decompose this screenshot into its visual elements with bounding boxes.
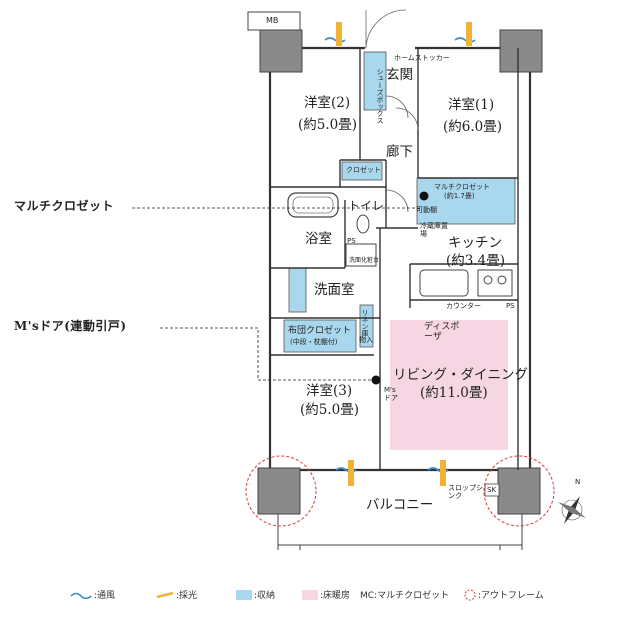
kitchen-sink: [419, 269, 469, 297]
compass-icon: [558, 496, 586, 524]
ms-door-marker: [371, 375, 381, 385]
light-icon: [466, 22, 472, 46]
column-top-right: [499, 29, 543, 73]
sk-label: SK: [487, 486, 497, 494]
living-name: リビング・ダイニング: [393, 367, 528, 383]
toilet-bowl: [356, 214, 370, 234]
toilet-label: トイレ: [348, 199, 385, 213]
balcony-outline: [277, 514, 523, 550]
sk-box: [484, 483, 500, 497]
linen-label: リネン庫: [361, 309, 370, 337]
futon-closet: [283, 319, 357, 353]
room1-size: (約6.0畳): [443, 119, 503, 135]
balcony-label: バルコニー: [366, 497, 434, 513]
legend: :通風 :採光 :収納 :床暖房 MC:マルチクロゼット :アウトフレーム: [70, 588, 610, 604]
legend-item-mc: MC:マルチクロゼット: [360, 588, 449, 601]
mb-label: MB: [266, 16, 279, 25]
linen-storage: [359, 304, 374, 348]
corridor-label: 廊下: [386, 144, 413, 160]
mc-name: マルチクロゼット: [434, 183, 490, 191]
kitchen-size: (約3.4畳): [446, 253, 506, 269]
legend-item-wind: :通風: [70, 588, 115, 601]
legend-storage-label: :収納: [254, 591, 276, 601]
shoes-box-label: シューズボックス: [376, 68, 385, 124]
bath-label: 浴室: [305, 231, 332, 247]
legend-mc-label: MC:マルチクロゼット: [360, 591, 450, 601]
washroom-label: 洗面室: [314, 282, 355, 298]
storage-areas: [283, 51, 516, 353]
kitchen-name: キッチン: [448, 235, 502, 251]
wind-icon: [70, 592, 92, 599]
room1-name: 洋室(1): [448, 97, 495, 113]
legend-item-light: :採光: [156, 588, 197, 601]
living-size: (約11.0畳): [420, 385, 488, 401]
storage-swatch: [236, 589, 252, 600]
legend-item-storage: :収納: [236, 588, 275, 601]
window-markers: [324, 22, 476, 486]
column-top-left: [259, 29, 303, 73]
multi-closet-area: [416, 177, 516, 225]
slop-sink-label: スロップシンク: [448, 484, 483, 501]
light-icon: [336, 22, 342, 46]
ms-door-short: M's ドア: [384, 386, 398, 403]
walls: [268, 46, 532, 472]
kitchen-fixtures: [419, 269, 513, 297]
fridge-label: 冷蔵庫置場: [420, 222, 448, 239]
futon-closet-label: 布団クロゼット: [288, 326, 352, 336]
washroom-storage: [288, 267, 307, 313]
bathtub-inner: [292, 196, 334, 214]
light-icon: [440, 460, 446, 486]
bathtub: [287, 192, 339, 218]
stove: [477, 269, 513, 297]
light-icon: [156, 591, 174, 598]
closet-room2: [341, 161, 383, 181]
home-stocker-label: ホームストッカー: [394, 54, 450, 62]
shoe-box-storage: [363, 51, 387, 111]
columns: [257, 29, 543, 515]
legend-light-label: :採光: [176, 591, 198, 601]
washstand: [345, 243, 377, 267]
mc-size: (約1.7畳): [444, 192, 475, 200]
wind-icon: [324, 37, 346, 43]
ps-label: PS: [347, 237, 356, 245]
room3-size: (約5.0畳): [300, 402, 360, 418]
futon-note: (中段・枕棚付): [290, 338, 338, 346]
column-bottom-left: [257, 467, 301, 515]
ms-door-callout: M'sドア(連動引戸): [14, 319, 127, 333]
multi-closet-callout: マルチクロゼット: [14, 199, 115, 213]
wind-icon: [454, 37, 476, 43]
interior-walls: [270, 48, 519, 470]
legend-wind-label: :通風: [94, 591, 116, 601]
legend-outframe-label: :アウトフレーム: [478, 591, 544, 601]
callout-leaders: [132, 207, 420, 381]
legend-item-floor-heating: :床暖房: [302, 588, 350, 601]
disposer-label: ディスポーザ: [424, 322, 460, 343]
legend-floor-heating-label: :床暖房: [320, 591, 351, 601]
counter-label: カウンター: [446, 302, 481, 310]
north-label: N: [575, 478, 581, 486]
floor-heating-area: [390, 320, 508, 450]
outframe-circle-right: [483, 455, 555, 527]
washstand-label: 洗面化粧台: [349, 257, 380, 264]
legend-item-outframe: :アウトフレーム: [464, 588, 544, 601]
outframe-icon: [464, 589, 476, 600]
outframe-circles: [245, 455, 555, 527]
ps-label-kitchen: PS: [506, 302, 515, 310]
room2-name: 洋室(2): [304, 95, 351, 111]
light-icon: [348, 460, 354, 486]
room2-size: (約5.0畳): [298, 117, 358, 133]
outframe-circle-left: [245, 455, 317, 527]
mb-box: [247, 11, 301, 31]
closet-label: クロゼット: [346, 166, 381, 174]
storage-label: 物入: [359, 336, 373, 344]
room3-name: 洋室(3): [306, 383, 353, 399]
entrance-label: 玄関: [386, 67, 413, 83]
door-swings: [365, 9, 419, 213]
floor-heating-swatch: [302, 589, 318, 600]
column-bottom-right: [497, 467, 541, 515]
multi-closet-marker: [419, 191, 429, 201]
movable-shelf-label: 可動棚: [416, 206, 437, 214]
